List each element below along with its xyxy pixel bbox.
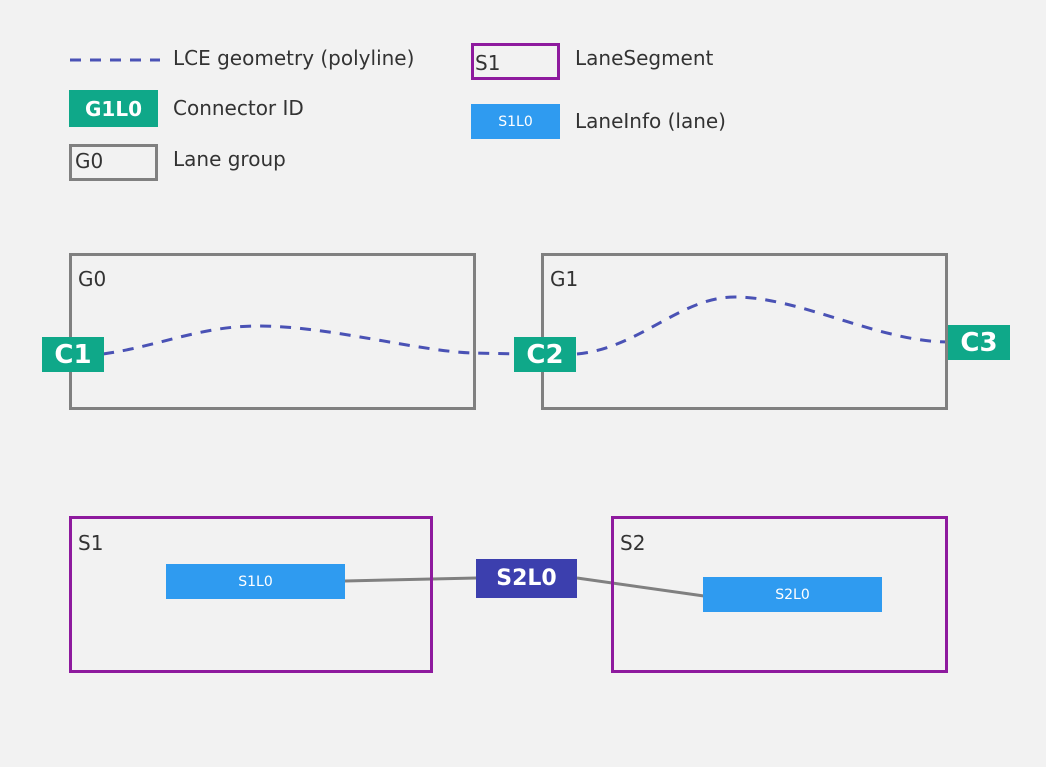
segment-connector-s2l0: S2L0 xyxy=(476,559,577,598)
lane-info-s2l0: S2L0 xyxy=(703,577,882,612)
connector-c2: C2 xyxy=(514,337,576,372)
legend-laneinfo-box: S1L0 xyxy=(471,104,560,139)
lane-group-g0: G0 xyxy=(69,253,476,410)
lce-polyline-g1 xyxy=(576,295,949,356)
legend-segment-box: S1 xyxy=(471,43,560,80)
lane-group-g1: G1 xyxy=(541,253,948,410)
lane-link-s1-to-connector xyxy=(344,576,478,583)
lane-group-label: G1 xyxy=(550,267,579,291)
lane-info-s1l0: S1L0 xyxy=(166,564,345,599)
lane-group-label: G0 xyxy=(78,267,107,291)
legend-connector-label: Connector ID xyxy=(173,96,304,120)
legend-laneinfo-label: LaneInfo (lane) xyxy=(575,109,726,133)
lane-segment-s2: S2 xyxy=(611,516,948,673)
legend-polyline-label: LCE geometry (polyline) xyxy=(173,46,415,70)
legend-group-box: G0 xyxy=(69,144,158,181)
legend-group-label: Lane group xyxy=(173,147,286,171)
legend-segment-label: LaneSegment xyxy=(575,46,714,70)
legend-connector-badge: G1L0 xyxy=(69,90,158,127)
lane-segment-label: S1 xyxy=(78,531,104,555)
lane-link-connector-to-s2 xyxy=(576,576,705,598)
connector-c3: C3 xyxy=(948,325,1010,360)
lane-segment-s1: S1 xyxy=(69,516,433,673)
lce-polyline-g0 xyxy=(102,324,521,356)
connector-c1: C1 xyxy=(42,337,104,372)
lane-segment-label: S2 xyxy=(620,531,646,555)
